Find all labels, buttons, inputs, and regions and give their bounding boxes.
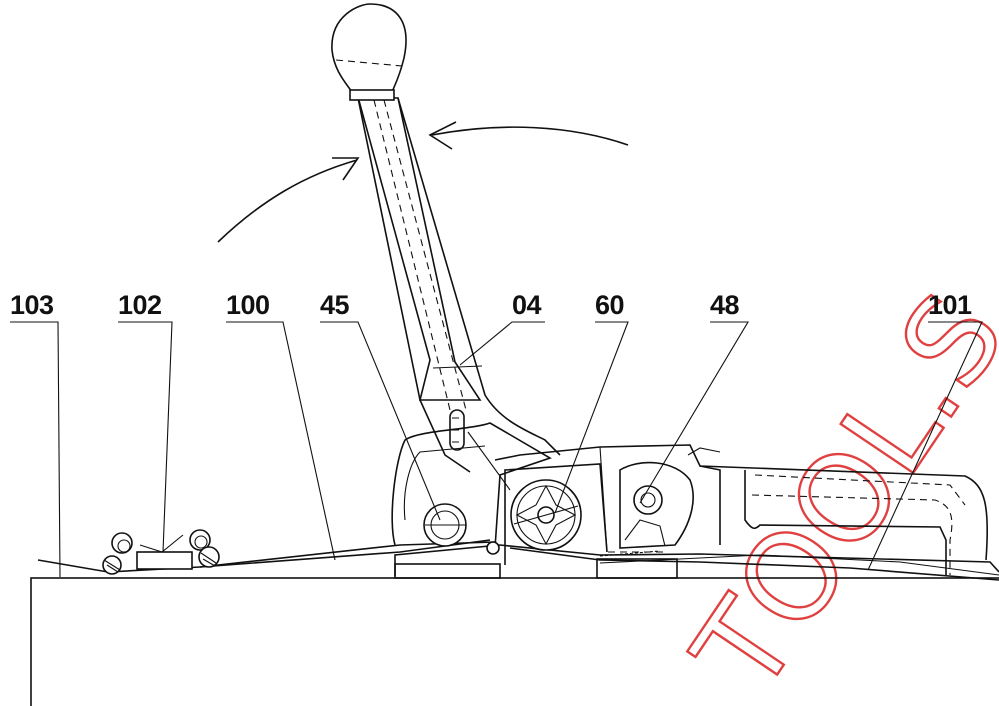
callout-labels: 103 102 100 45 04 60 48 101: [10, 290, 973, 320]
pawl-pivot: [633, 485, 663, 515]
rear-arm-frame-outer: [744, 470, 947, 575]
motion-arrows: [217, 121, 629, 243]
strap-guide: [102, 529, 220, 575]
watermark: TOOL.S: [667, 270, 999, 706]
pawl-housing: [619, 461, 694, 549]
watermark-text: TOOL.S: [668, 271, 999, 706]
arrow-right-head: [428, 121, 457, 150]
base-plate: [394, 544, 999, 576]
callout-101: 101: [928, 290, 972, 320]
tension-wheel: [510, 479, 582, 551]
strap-right-2: [599, 554, 999, 576]
roller-top-left: [111, 532, 133, 554]
callout-102: 102: [118, 290, 162, 320]
front-housing: [391, 422, 552, 549]
lever-shaft: [356, 96, 482, 401]
foot-right: [596, 558, 678, 579]
lever-shaft-right: [397, 97, 561, 456]
arrow-left-head: [332, 157, 360, 181]
rear-arm: [699, 465, 721, 545]
leader-45: [320, 321, 441, 521]
strap-lines: [37, 539, 999, 581]
seal-block: [136, 551, 193, 570]
center-housing-lower: [504, 463, 608, 565]
leader-60: [554, 321, 629, 514]
strap-right: [509, 547, 999, 581]
leader-48: [639, 321, 749, 504]
tool-body: [391, 422, 999, 579]
roller-bottom-right: [198, 546, 220, 568]
lever-slot: [449, 409, 465, 451]
callout-60: 60: [595, 290, 624, 320]
rear-arm-frame-inner: [751, 494, 953, 575]
leader-102: [118, 321, 173, 553]
front-roller: [423, 503, 467, 547]
knob-collar: [349, 89, 395, 101]
callout-103: 103: [10, 290, 54, 320]
callout-04: 04: [512, 290, 542, 320]
leader-100: [226, 321, 336, 561]
knob-body: [331, 3, 407, 93]
leader-04: [459, 321, 545, 366]
callout-100: 100: [226, 290, 270, 320]
front-housing-inner: [403, 445, 486, 521]
leader-103: [10, 321, 61, 578]
work-table: [30, 577, 999, 706]
lever-shaft-left: [357, 97, 471, 473]
arrow-right-curve: [431, 126, 629, 146]
leader-101: [867, 321, 983, 571]
roller-top-right: [189, 529, 211, 551]
leader-lines: [10, 321, 983, 578]
strap-upper: [199, 541, 496, 568]
callout-45: 45: [320, 290, 350, 320]
foot-left: [394, 563, 501, 579]
handle-lever: [356, 96, 561, 491]
arrow-left-curve: [217, 159, 358, 243]
roller-top-left-inner: [117, 539, 131, 553]
handle-knob: [331, 3, 407, 101]
roller-top-right-inner: [194, 535, 208, 549]
callout-48: 48: [710, 290, 740, 320]
